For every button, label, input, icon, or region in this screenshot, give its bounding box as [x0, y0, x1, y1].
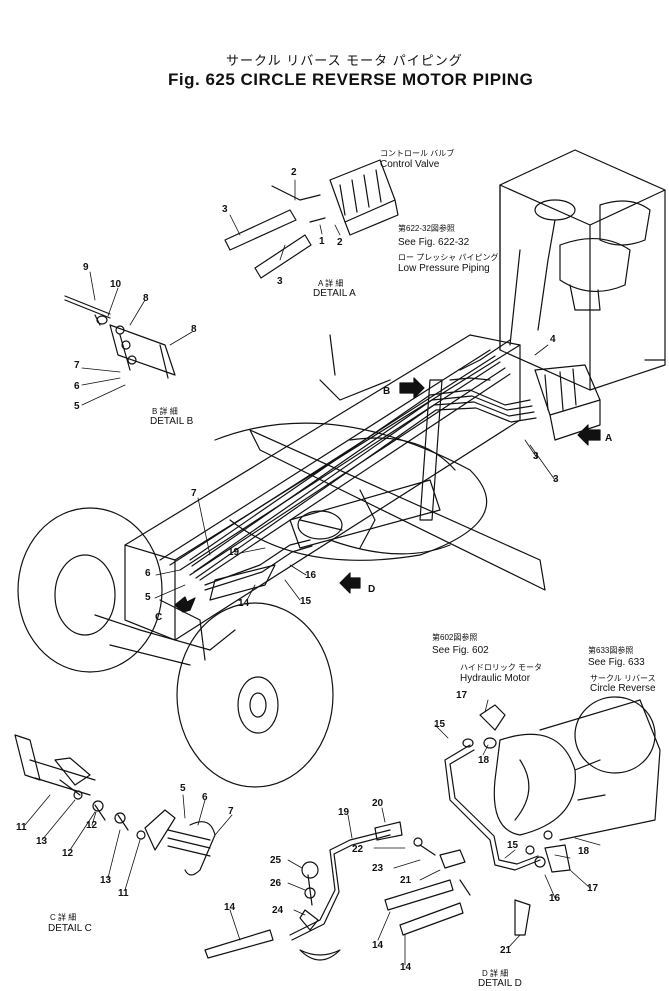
circle-reverse-label: Circle Reverse	[590, 683, 656, 694]
figure-title: Fig. 625 CIRCLE REVERSE MOTOR PIPING	[168, 70, 534, 89]
hydraulic-motor-label: Hydraulic Motor	[460, 673, 531, 684]
part-callout: 12	[86, 820, 98, 831]
part-callout: 3	[533, 451, 539, 462]
part-callout: 23	[372, 863, 384, 874]
view-b-marker: B	[383, 386, 391, 397]
part-callout: 17	[587, 883, 599, 894]
see-fig-622-label: See Fig. 622-32	[398, 237, 470, 248]
arrow-b-icon	[399, 377, 425, 399]
part-callout: 7	[228, 806, 234, 817]
see-fig-633-label: See Fig. 633	[588, 657, 645, 668]
detail-d-caption: DETAIL D	[478, 978, 522, 989]
part-callout: 4	[550, 334, 556, 345]
control-valve-label: Control Valve	[380, 159, 440, 170]
detail-d-drawing	[204, 696, 661, 961]
part-callout: 26	[270, 878, 282, 889]
detail-a-caption-jp: A 詳 細	[318, 279, 344, 288]
part-callout: 19	[228, 547, 240, 558]
front-wheel-drawing	[17, 507, 334, 788]
part-callout: 15	[507, 840, 519, 851]
hydraulic-motor-label-jp: ハイドロリック モータ	[460, 663, 543, 672]
part-callout: 11	[118, 888, 129, 899]
part-callout: 12	[62, 848, 74, 859]
part-callout: 15	[434, 719, 446, 730]
part-callout: 6	[145, 568, 151, 579]
control-valve-label-jp: コントロール バルブ	[380, 149, 455, 158]
part-callout: 10	[110, 279, 122, 290]
low-pressure-piping-label-jp: ロー プレッシャ パイピング	[398, 253, 499, 262]
part-callout: 3	[553, 474, 559, 485]
see-fig-602-label-jp: 第602図参照	[432, 633, 478, 642]
part-callout: 2	[291, 167, 297, 178]
see-fig-622-label-jp: 第622-32図参照	[398, 224, 455, 233]
part-callout: 5	[145, 592, 151, 603]
circle-reverse-label-jp: サークル リバース	[590, 674, 656, 683]
detail-c-drawing	[14, 734, 216, 876]
detail-d-caption-jp: D 詳 細	[482, 969, 509, 978]
part-callout: 14	[400, 962, 412, 973]
part-callout: 21	[500, 945, 512, 956]
part-callout: 20	[372, 798, 384, 809]
callout-leaders	[24, 179, 601, 966]
detail-c-caption: DETAIL C	[48, 923, 92, 934]
part-callout: 25	[270, 855, 282, 866]
arrow-d-icon	[339, 572, 361, 594]
part-callout: 6	[74, 381, 80, 392]
low-pressure-piping-label: Low Pressure Piping	[398, 263, 490, 274]
piping-bundle-drawing	[189, 339, 537, 601]
part-callout: 9	[83, 262, 89, 273]
part-callout: 3	[222, 204, 228, 215]
control-valve-detail-a-drawing	[224, 159, 399, 279]
part-callout: 14	[372, 940, 384, 951]
part-callout: 5	[74, 401, 80, 412]
part-callout: 24	[272, 905, 284, 916]
arrow-a-icon	[577, 424, 601, 446]
part-callout: 19	[338, 807, 350, 818]
part-callout: 6	[202, 792, 208, 803]
part-callout: 7	[191, 488, 197, 499]
detail-c-caption-jp: C 詳 細	[50, 913, 77, 922]
view-a-marker: A	[605, 433, 613, 444]
part-callout: 13	[36, 836, 48, 847]
part-callout: 7	[74, 360, 80, 371]
part-callout: 5	[180, 783, 186, 794]
part-callout: 13	[100, 875, 112, 886]
part-callout: 8	[143, 293, 149, 304]
view-c-marker: C	[155, 612, 163, 623]
view-arrows	[174, 377, 601, 613]
detail-b-caption-jp: B 詳 細	[152, 407, 178, 416]
part-callout: 16	[305, 570, 317, 581]
detail-b-clamp-drawing	[64, 295, 176, 379]
part-callout: 14	[224, 902, 236, 913]
figure-title-japanese: サークル リバース モータ パイピング	[226, 53, 463, 68]
part-callout: 1	[319, 236, 325, 247]
part-callout: 8	[191, 324, 197, 335]
control-valve-main-drawing	[534, 364, 601, 441]
part-callout: 14	[238, 598, 250, 609]
grader-frame-drawing	[124, 334, 546, 641]
part-callout: 11	[16, 822, 27, 833]
see-fig-602-label: See Fig. 602	[432, 645, 489, 656]
part-callout: 18	[578, 846, 590, 857]
part-callout: 15	[300, 596, 312, 607]
part-callout: 17	[456, 690, 468, 701]
part-callout: 3	[277, 276, 283, 287]
operator-cab-drawing	[499, 149, 666, 391]
detail-a-caption: DETAIL A	[313, 288, 356, 299]
part-callout: 16	[549, 893, 561, 904]
detail-b-caption: DETAIL B	[150, 416, 194, 427]
part-callout: 2	[337, 237, 343, 248]
view-d-marker: D	[368, 584, 376, 595]
part-callout: 22	[352, 844, 364, 855]
arrow-c-icon	[174, 596, 196, 613]
part-callout: 21	[400, 875, 412, 886]
see-fig-633-label-jp: 第633図参照	[588, 646, 634, 655]
part-callout: 18	[478, 755, 490, 766]
